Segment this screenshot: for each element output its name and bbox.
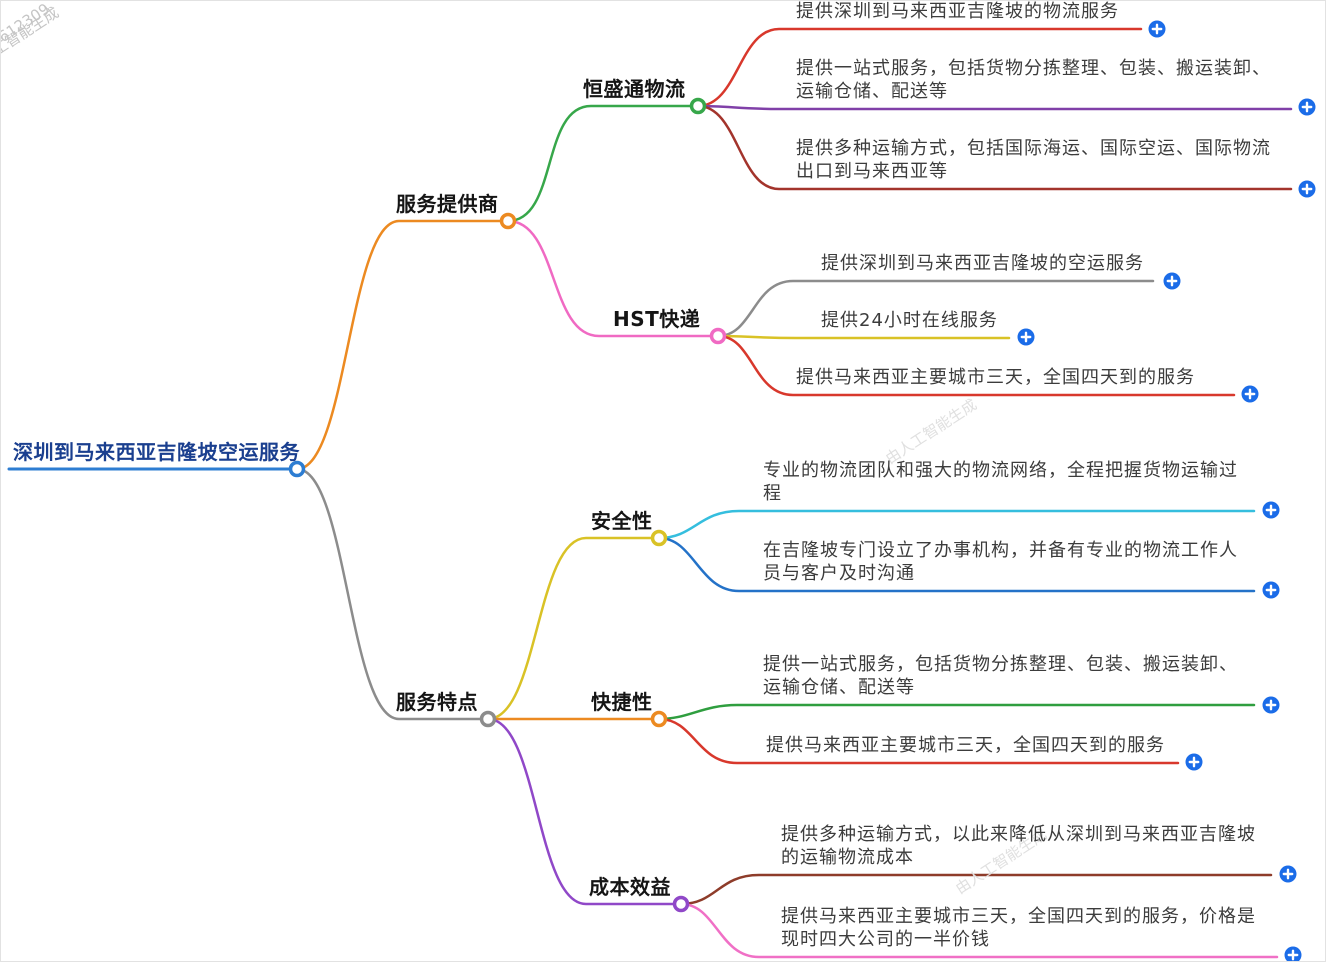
- expand-icon[interactable]: [1262, 581, 1280, 599]
- expand-icon[interactable]: [1284, 946, 1302, 962]
- expand-icon[interactable]: [1262, 501, 1280, 519]
- node-hst-express[interactable]: HST快递: [613, 307, 701, 331]
- node-connector-root[interactable]: [288, 460, 306, 478]
- leaf-node[interactable]: 提供一站式服务，包括货物分拣整理、包装、搬运装卸、运输仓储、配送等: [763, 654, 1238, 698]
- leaf-line: [657, 717, 1180, 765]
- leaf-node[interactable]: 专业的物流团队和强大的物流网络，全程把握货物运输过程: [763, 460, 1238, 504]
- leaf-line: [657, 509, 1256, 540]
- leaf-line: [716, 279, 1155, 338]
- leaf-line: [696, 27, 1143, 108]
- node-connector-service-providers[interactable]: [499, 212, 517, 230]
- node-service-features[interactable]: 服务特点: [396, 690, 478, 714]
- expand-icon[interactable]: [1163, 272, 1181, 290]
- leaf-line: [679, 902, 1279, 959]
- leaf-node[interactable]: 提供多种运输方式，包括国际海运、国际空运、国际物流出口到马来西亚等: [796, 138, 1271, 182]
- expand-icon[interactable]: [1241, 385, 1259, 403]
- leaf-line: [696, 104, 1293, 111]
- expand-icon[interactable]: [1262, 696, 1280, 714]
- leaf-line: [679, 873, 1273, 906]
- leaf-node[interactable]: 提供一站式服务，包括货物分拣整理、包装、搬运装卸、运输仓储、配送等: [796, 58, 1271, 102]
- leaf-node[interactable]: 提供马来西亚主要城市三天，全国四天到的服务，价格是现时四大公司的一半价钱: [781, 906, 1256, 950]
- branch-line-service-features: [295, 467, 488, 721]
- node-connector-safety[interactable]: [650, 529, 668, 547]
- node-hengshengtong-logistics[interactable]: 恒盛通物流: [583, 77, 686, 101]
- node-speed[interactable]: 快捷性: [591, 690, 653, 714]
- leaf-line: [657, 703, 1256, 721]
- expand-icon[interactable]: [1185, 753, 1203, 771]
- leaf-node[interactable]: 提供多种运输方式，以此来降低从深圳到马来西亚吉隆坡的运输物流成本: [781, 824, 1256, 868]
- expand-icon[interactable]: [1148, 20, 1166, 38]
- expand-icon[interactable]: [1298, 98, 1316, 116]
- node-connector-hengshengtong[interactable]: [689, 97, 707, 115]
- node-connector-service-features[interactable]: [479, 710, 497, 728]
- expand-icon[interactable]: [1017, 328, 1035, 346]
- branch-line-hst-express: [506, 219, 718, 338]
- leaf-node[interactable]: 在吉隆坡专门设立了办事机构，并备有专业的物流工作人员与客户及时沟通: [763, 540, 1238, 584]
- branch-line-hengshengtong: [506, 104, 698, 223]
- node-connector-cost[interactable]: [672, 895, 690, 913]
- leaf-line: [716, 334, 1011, 340]
- branch-line-cost: [486, 717, 680, 906]
- expand-icon[interactable]: [1298, 180, 1316, 198]
- node-connector-hst-express[interactable]: [709, 327, 727, 345]
- leaf-line: [696, 104, 1293, 191]
- node-safety[interactable]: 安全性: [591, 509, 653, 533]
- leaf-node[interactable]: 提供深圳到马来西亚吉隆坡的物流服务: [796, 1, 1119, 22]
- leaf-line: [657, 536, 1256, 593]
- node-service-providers[interactable]: 服务提供商: [396, 192, 499, 216]
- node-cost-effectiveness[interactable]: 成本效益: [589, 875, 671, 899]
- branch-line-service-providers: [295, 219, 508, 471]
- leaf-node[interactable]: 提供24小时在线服务: [821, 310, 998, 331]
- expand-icon[interactable]: [1279, 865, 1297, 883]
- root-node[interactable]: 深圳到马来西亚吉隆坡空运服务: [13, 440, 300, 464]
- node-connector-speed[interactable]: [650, 710, 668, 728]
- leaf-node[interactable]: 提供马来西亚主要城市三天，全国四天到的服务: [766, 735, 1165, 756]
- leaf-node[interactable]: 提供马来西亚主要城市三天，全国四天到的服务: [796, 367, 1195, 388]
- branch-line-safety: [486, 536, 658, 721]
- leaf-line: [716, 334, 1236, 397]
- leaf-node[interactable]: 提供深圳到马来西亚吉隆坡的空运服务: [821, 253, 1144, 274]
